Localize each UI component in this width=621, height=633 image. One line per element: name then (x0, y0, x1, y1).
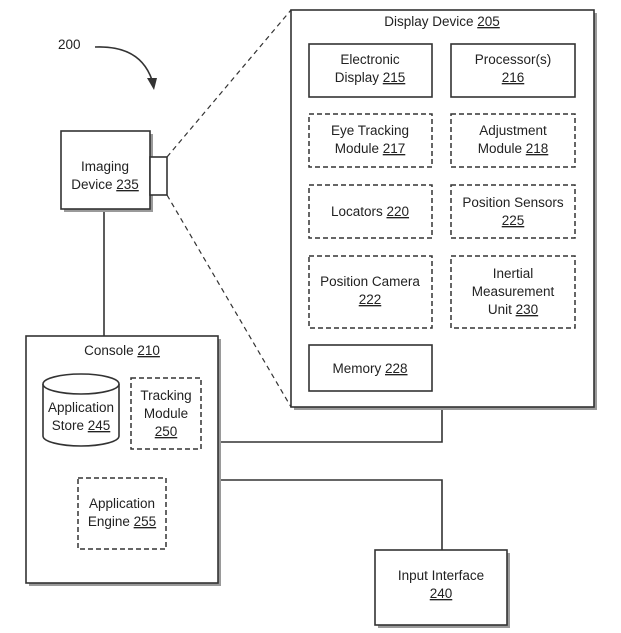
position-camera-number: 222 (359, 292, 382, 307)
position-sensors-label: Position Sensors (462, 195, 564, 210)
tracking-module-label-2: Module (144, 406, 188, 421)
application-engine-box: Application Engine 255 (77, 477, 167, 550)
imu-label-2: Measurement (472, 284, 555, 299)
application-engine-label: Application (89, 496, 155, 511)
adjustment-label: Adjustment (479, 123, 547, 138)
application-store-label: Application (48, 400, 114, 415)
electronic-display-label-2: Display 215 (335, 70, 406, 85)
adjustment-module-box: Adjustment Module 218 (450, 113, 576, 168)
position-camera-box: Position Camera 222 (308, 255, 433, 329)
position-sensors-box: Position Sensors 225 (450, 184, 576, 239)
electronic-display-label: Electronic (340, 52, 400, 67)
console-label: Console 210 (84, 343, 160, 358)
tracking-module-number: 250 (155, 424, 178, 439)
display-device-label: Display Device 205 (384, 14, 500, 29)
imu-box: Inertial Measurement Unit 230 (450, 255, 576, 329)
processors-label: Processor(s) (475, 52, 552, 67)
imaging-device-label: Imaging (81, 159, 129, 174)
imu-label-1: Inertial (493, 266, 534, 281)
imaging-device-box: Imaging Device 235 (60, 130, 168, 212)
eye-tracking-module-box: Eye Tracking Module 217 (308, 113, 433, 168)
position-camera-label: Position Camera (320, 274, 420, 289)
imu-label-3: Unit 230 (488, 302, 538, 317)
figure-arrowhead (147, 78, 157, 90)
memory-box: Memory 228 (308, 344, 433, 392)
adjustment-label-2: Module 218 (478, 141, 549, 156)
figure-number: 200 (58, 37, 81, 52)
view-line-bottom (166, 194, 292, 408)
tracking-module-label-1: Tracking (140, 388, 191, 403)
application-store-cylinder: Application Store 245 (42, 373, 120, 447)
imaging-device-label-2: Device 235 (71, 177, 139, 192)
position-sensors-number: 225 (502, 213, 525, 228)
processors-box: Processor(s) 216 (450, 43, 576, 98)
locators-label: Locators 220 (331, 204, 409, 219)
locators-box: Locators 220 (308, 184, 433, 239)
console-display-link (221, 408, 443, 443)
electronic-display-box: Electronic Display 215 (308, 43, 433, 98)
eye-tracking-label-2: Module 217 (335, 141, 406, 156)
input-interface-box: Input Interface 240 (374, 549, 510, 628)
tracking-module-box: Tracking Module 250 (130, 377, 202, 450)
view-line-top (166, 9, 292, 158)
figure-arrow (94, 46, 153, 81)
input-interface-label: Input Interface (398, 568, 484, 583)
input-interface-number: 240 (430, 586, 453, 601)
console-input-link (221, 479, 443, 550)
eye-tracking-label: Eye Tracking (331, 123, 409, 138)
application-engine-label-2: Engine 255 (88, 514, 156, 529)
processors-number: 216 (502, 70, 525, 85)
imaging-device-lens (149, 156, 168, 196)
application-store-label-2: Store 245 (52, 418, 111, 433)
memory-label: Memory 228 (332, 361, 407, 376)
